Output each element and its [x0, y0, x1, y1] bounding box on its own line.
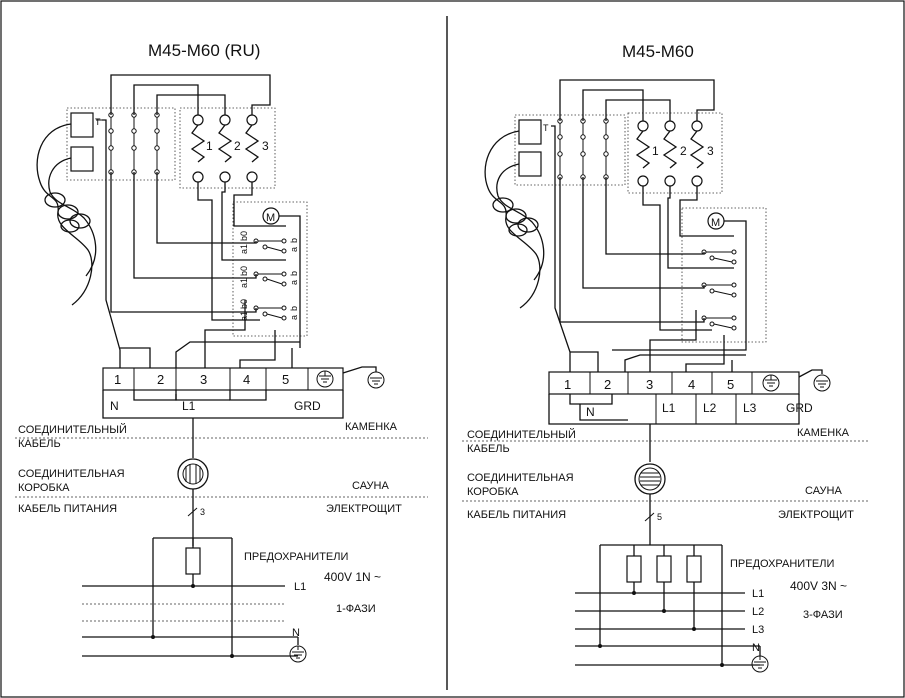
left-sw2-a1: a1	[239, 278, 249, 288]
right-supply: ПРЕДОХРАНИТЕЛИ 400V 3N ~ L1 L2 3-ФАЗИ L3…	[575, 544, 847, 673]
left-junction-box: 3	[177, 418, 209, 546]
right-label-N: N	[586, 405, 595, 419]
left-phases-label: 1-ФАЗИ	[336, 603, 376, 615]
right-terminal-1: 1	[564, 377, 571, 392]
right-fuse-2	[656, 555, 672, 583]
left-zone-labels: СОЕДИНИТЕЛЬНЫЙ КАБЕЛЬ КАМЕНКА СОЕДИНИТЕЛ…	[15, 421, 428, 515]
right-label-GRD: GRD	[786, 401, 813, 415]
left-chassis-ground-icon	[367, 371, 385, 389]
svg-text:T: T	[543, 123, 549, 133]
left-sw3-b: b	[289, 306, 299, 311]
left-sauna-label: САУНА	[352, 480, 389, 492]
left-fuses-label: ПРЕДОХРАНИТЕЛИ	[244, 551, 348, 563]
right-zone-labels: СОЕДИНИТЕЛЬНЫЙ КАБЕЛЬ КАМЕНКА СОЕДИНИТЕЛ…	[462, 427, 870, 521]
left-junction-box-label2: КОРОБКА	[18, 482, 70, 494]
right-line-L1: L1	[752, 588, 764, 600]
right-terminal-5: 5	[727, 377, 734, 392]
right-junction-box-label2: КОРОБКА	[467, 486, 519, 498]
right-label-L1: L1	[662, 401, 676, 415]
left-line-N: N	[292, 627, 300, 639]
right-terminal-strip: 1 2 3 4 5 N L1 L2 L3 GRD	[548, 369, 831, 425]
right-connection-cable-label2: КАБЕЛЬ	[467, 443, 510, 455]
right-wires	[551, 125, 746, 372]
left-sw2-b0: b0	[239, 266, 249, 276]
right-terminal-3: 3	[646, 377, 653, 392]
left-label-L1: L1	[182, 399, 196, 413]
left-voltage-label: 400V 1N ~	[324, 570, 381, 584]
left-connection-cable-label2: КАБЕЛЬ	[18, 438, 61, 450]
right-fuse-1	[626, 555, 642, 583]
right-phases-label: 3-ФАЗИ	[803, 609, 843, 621]
left-sw3-b0: b0	[239, 299, 249, 309]
right-junction-box: 5	[634, 424, 666, 545]
right-power-cable-label: КАБЕЛЬ ПИТАНИЯ	[467, 509, 566, 521]
left-cable-cores: 3	[200, 507, 205, 517]
left-terminal-5: 5	[282, 372, 289, 387]
left-sw2-a: a	[289, 280, 299, 285]
left-sw2-b: b	[289, 271, 299, 276]
right-terminal-2: 2	[604, 377, 611, 392]
left-connection-cable-label: СОЕДИНИТЕЛЬНЫЙ	[18, 423, 127, 436]
left-panel-label: ЭЛЕКТРОЩИТ	[326, 503, 402, 515]
left-line-L1: L1	[294, 581, 306, 593]
right-fuses-label: ПРЕДОХРАНИТЕЛИ	[730, 558, 834, 570]
left-title: M45-M60 (RU)	[148, 41, 260, 60]
left-terminal-4: 4	[243, 372, 250, 387]
left-sw1-a1: a1	[239, 244, 249, 254]
right-switch-block: M	[612, 207, 767, 351]
left-terminal-1: 1	[114, 372, 121, 387]
right-line-L2: L2	[752, 606, 764, 618]
left-switch-block: M a1 b0 a b a1 b0 a b a1 b0 a b	[232, 201, 308, 348]
left-element-2-label: 2	[234, 139, 241, 153]
left-terminal-2: 2	[157, 372, 164, 387]
right-element-3-label: 3	[707, 144, 714, 158]
right-sauna-label: САУНА	[805, 485, 842, 497]
svg-text:T: T	[95, 117, 101, 127]
right-label-L3: L3	[743, 401, 757, 415]
right-connection-cable-label: СОЕДИНИТЕЛЬНЫЙ	[467, 428, 576, 441]
left-sw3-a1: a1	[239, 311, 249, 321]
right-line-L3: L3	[752, 624, 764, 636]
left-heater-label: КАМЕНКА	[345, 421, 398, 433]
right-heater-label: КАМЕНКА	[797, 427, 850, 439]
right-element-1-label: 1	[652, 144, 659, 158]
right-chassis-ground-icon	[813, 374, 831, 392]
left-diagram: M45-M60 (RU) T	[15, 41, 428, 663]
right-diagram: M45-M60 T 1 2	[462, 42, 870, 673]
left-sw3-a: a	[289, 315, 299, 320]
right-element-2-label: 2	[680, 144, 687, 158]
left-sw1-b0: b0	[239, 231, 249, 241]
left-label-GRD: GRD	[294, 399, 321, 413]
left-supply: ПРЕДОХРАНИТЕЛИ 400V 1N ~ L1 1-ФАЗИ N	[82, 537, 381, 663]
left-sw1-b: b	[289, 238, 299, 243]
right-voltage-label: 400V 3N ~	[790, 579, 847, 593]
right-terminal-4: 4	[688, 377, 695, 392]
right-label-L2: L2	[703, 401, 717, 415]
right-junction-box-label: СОЕДИНИТЕЛЬНАЯ	[467, 472, 574, 484]
left-terminal-3: 3	[200, 372, 207, 387]
left-terminal-strip: 1 2 3 4 5 N L1 GRD	[102, 366, 385, 419]
right-title: M45-M60	[622, 42, 694, 61]
left-fuse	[185, 547, 201, 575]
right-thermostat: T	[484, 114, 626, 309]
left-heating-elements: 1 2 3	[110, 74, 276, 189]
right-fuse-3	[686, 555, 702, 583]
left-sw1-a: a	[289, 247, 299, 252]
left-thermostat: T	[36, 107, 176, 306]
left-wires	[102, 119, 300, 368]
left-junction-box-label: СОЕДИНИТЕЛЬНАЯ	[18, 468, 125, 480]
left-element-1-label: 1	[206, 139, 213, 153]
left-power-cable-label: КАБЕЛЬ ПИТАНИЯ	[18, 503, 117, 515]
right-cable-cores: 5	[657, 512, 662, 522]
right-line-N: N	[752, 642, 760, 654]
right-motor-label: M	[711, 217, 720, 229]
right-panel-label: ЭЛЕКТРОЩИТ	[778, 509, 854, 521]
right-heating-elements: 1 2 3	[559, 79, 723, 194]
left-element-3-label: 3	[262, 139, 269, 153]
left-motor-label: M	[266, 212, 275, 224]
left-label-N: N	[110, 399, 119, 413]
